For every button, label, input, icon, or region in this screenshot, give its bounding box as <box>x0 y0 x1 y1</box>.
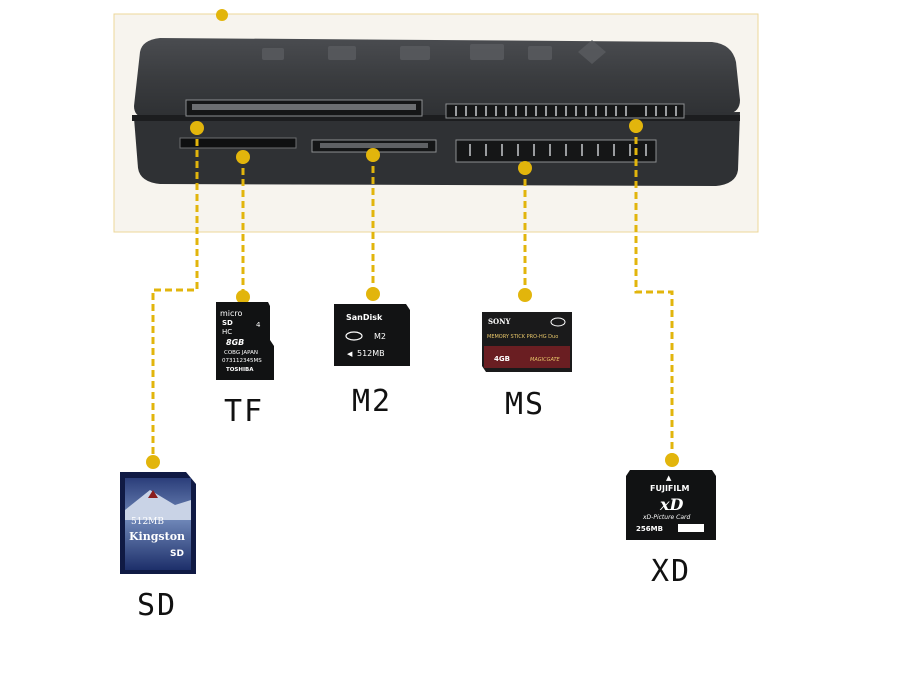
tf-class-text: 4 <box>256 321 261 329</box>
tf-origin-text: COBG JAPAN <box>224 350 258 356</box>
sd-logo-text: SD <box>170 549 184 559</box>
sd-slot-dot <box>190 121 204 135</box>
tf-brand-text: TOSHIBA <box>226 367 254 373</box>
xd-name-text: xD-Picture Card <box>642 514 690 521</box>
tf-label: TF <box>224 394 265 429</box>
sd-card: 512MB Kingston SD <box>120 472 196 574</box>
sd-label: SD <box>137 588 178 623</box>
sd-mountain-graphic <box>125 490 191 520</box>
tf-micro-text: micro <box>220 309 243 318</box>
xd-label-blank <box>678 524 704 532</box>
tf-card-dot <box>236 290 250 304</box>
ms-model-text: MEMORY STICK PRO-HG Duo <box>487 334 558 340</box>
xd-slot-dot <box>629 119 643 133</box>
m2-logo-icon <box>345 331 363 341</box>
xd-logo-text: xD <box>659 495 684 514</box>
card-reader <box>132 38 740 186</box>
sd-brand-text: Kingston <box>129 530 185 543</box>
tf-sd-text: SD <box>222 319 233 327</box>
frame-marker-dot <box>216 9 228 21</box>
tf-slot-dot <box>236 150 250 164</box>
tf-hc-text: HC <box>222 328 232 336</box>
ms-capacity-text: 4GB <box>494 355 510 363</box>
ms-logo-icon <box>550 317 566 327</box>
sd-capacity-text: 512MB <box>131 517 164 527</box>
xd-capacity-text: 256MB <box>636 525 663 533</box>
ms-card-dot <box>518 288 532 302</box>
ms-slot-dot <box>518 161 532 175</box>
sd-card-dot <box>146 455 160 469</box>
m2-card: SanDisk M2 ◀ 512MB <box>334 304 410 366</box>
tf-card: micro SD HC 4 8GB COBG JAPAN 073112345MS… <box>216 302 274 380</box>
m2-label: M2 <box>352 384 393 419</box>
m2-arrow-icon: ◀ <box>347 350 353 358</box>
tf-capacity-text: 8GB <box>226 338 244 347</box>
xd-card: ▲ FUJIFILM xD xD-Picture Card 256MB <box>626 470 716 540</box>
tf-serial-text: 073112345MS <box>222 358 262 364</box>
xd-brand-text: FUJIFILM <box>650 484 689 493</box>
ms-label: MS <box>505 387 546 422</box>
m2-capacity-text: 512MB <box>357 349 385 358</box>
xd-card-dot <box>665 453 679 467</box>
ms-slot <box>455 139 657 163</box>
m2-card-dot <box>366 287 380 301</box>
xd-arrow-icon: ▲ <box>666 474 672 482</box>
sd-leader-line <box>151 128 199 462</box>
m2-brand-text: SanDisk <box>346 313 383 322</box>
xd-leader-line <box>634 126 674 460</box>
tf-slot <box>179 137 297 149</box>
xd-label: XD <box>651 554 692 589</box>
m2-type-text: M2 <box>374 332 386 341</box>
m2-slot-dot <box>366 148 380 162</box>
ms-card: SONY MEMORY STICK PRO-HG Duo 4GB MAGICGA… <box>482 312 572 372</box>
ms-brand-text: SONY <box>488 317 512 326</box>
ms-gate-text: MAGICGATE <box>530 357 561 363</box>
